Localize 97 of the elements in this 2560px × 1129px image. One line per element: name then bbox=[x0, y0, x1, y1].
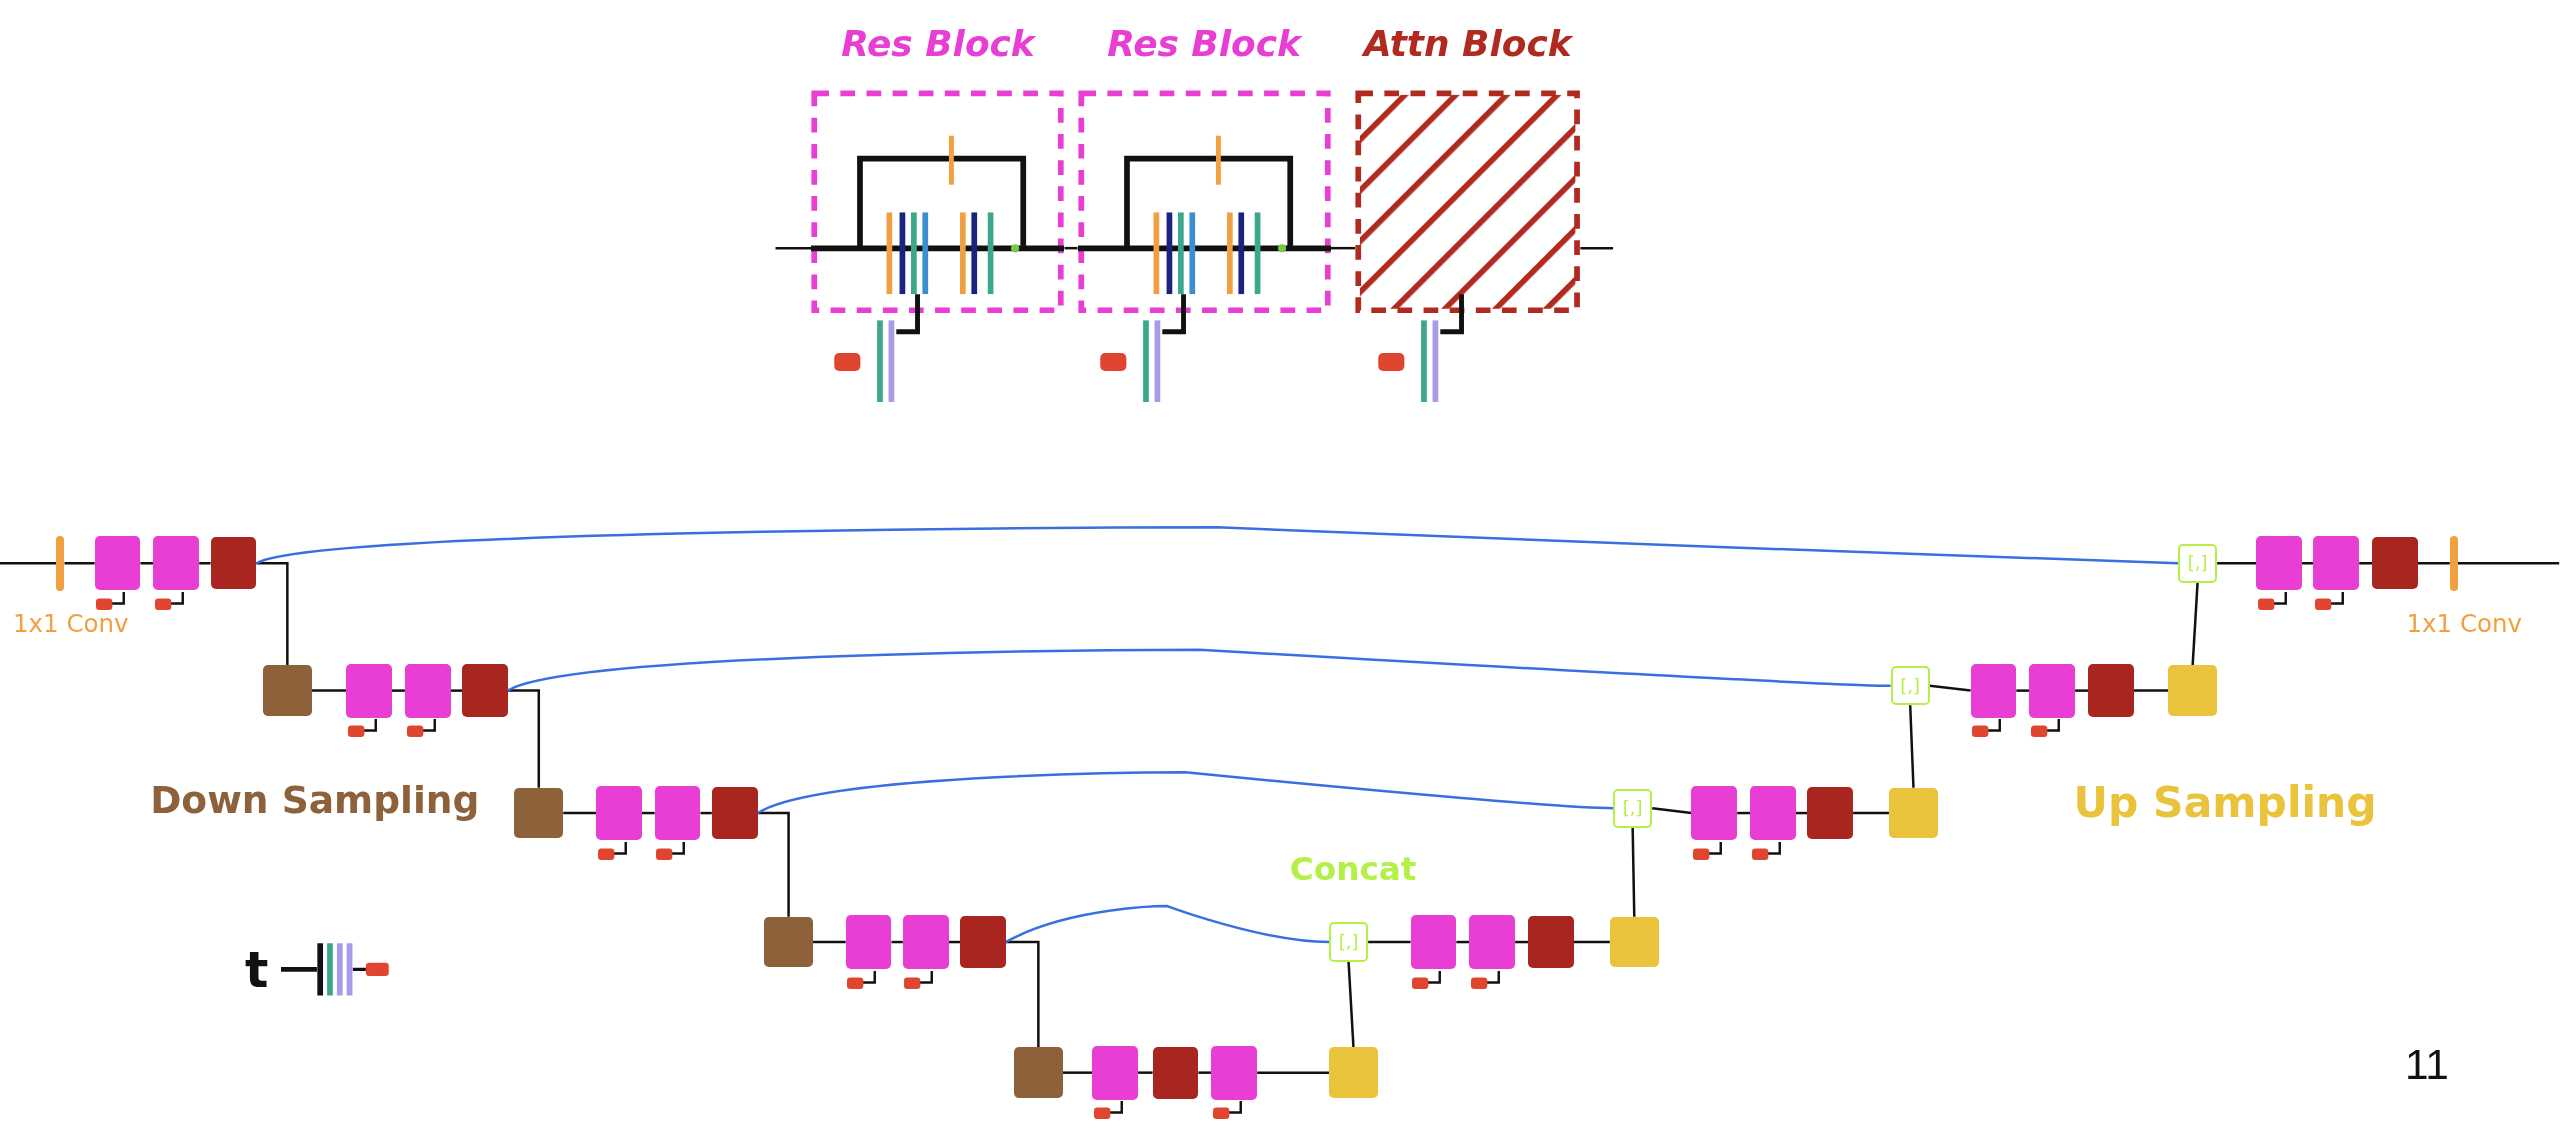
resnet-block bbox=[404, 663, 451, 718]
connector-line bbox=[1580, 246, 1614, 250]
resnet-block bbox=[2313, 536, 2360, 591]
downsample-block bbox=[764, 916, 814, 968]
connector-line bbox=[2417, 562, 2450, 565]
skip-connection bbox=[256, 526, 2178, 565]
block-title: Attn Block bbox=[1363, 24, 1572, 64]
connector-line bbox=[311, 689, 347, 692]
connector-line bbox=[2217, 562, 2257, 565]
conv-bar bbox=[2449, 535, 2458, 591]
resnet-block bbox=[845, 915, 892, 969]
block-title: Res Block bbox=[1107, 24, 1301, 64]
skip-connection bbox=[507, 648, 1891, 692]
connector-line bbox=[1853, 811, 1889, 815]
resnet-block bbox=[1410, 915, 1457, 969]
resnet-block bbox=[2029, 663, 2076, 718]
connector-line bbox=[256, 562, 289, 666]
skip-connection bbox=[757, 771, 1614, 815]
attention-block bbox=[2088, 664, 2134, 717]
connector-line bbox=[1257, 1071, 1329, 1074]
connector-line bbox=[64, 562, 95, 565]
block-title: Res Block bbox=[841, 24, 1035, 64]
connector-line bbox=[2133, 689, 2169, 692]
connector-line bbox=[199, 562, 211, 565]
downsample-block bbox=[514, 787, 564, 839]
connector-line bbox=[0, 562, 57, 565]
resnet-block bbox=[1211, 1045, 1258, 1100]
section-label: Down Sampling bbox=[150, 780, 480, 822]
connector-line bbox=[2016, 689, 2030, 692]
concat-block bbox=[1613, 788, 1653, 828]
conv-bar bbox=[56, 535, 65, 591]
downsample-block bbox=[262, 665, 312, 716]
connector-line bbox=[563, 811, 596, 815]
concat-symbol: [,] bbox=[1900, 675, 1921, 696]
resnet-block bbox=[595, 786, 642, 840]
connector-line bbox=[391, 689, 405, 692]
connector-line bbox=[1137, 1071, 1153, 1074]
connector-line bbox=[1908, 705, 1915, 788]
connector-line bbox=[1330, 246, 1356, 250]
skip-connection bbox=[1005, 904, 1330, 944]
resnet-block bbox=[1750, 786, 1796, 840]
connector-line bbox=[1929, 684, 1971, 692]
connector-line bbox=[1347, 961, 1355, 1048]
attention-block bbox=[1807, 786, 1854, 840]
resnet-block bbox=[346, 663, 392, 718]
connector-line bbox=[1198, 1071, 1212, 1074]
connector-line bbox=[2191, 582, 2199, 666]
connector-line bbox=[1652, 806, 1692, 815]
concat-symbol: [,] bbox=[1622, 798, 1643, 818]
connector-line bbox=[2359, 562, 2373, 565]
attention-block bbox=[210, 537, 257, 590]
block-caption: 1x1 Conv bbox=[13, 610, 129, 638]
attention-block bbox=[2372, 537, 2418, 590]
resnet-block bbox=[2256, 536, 2302, 591]
section-label: Up Sampling bbox=[2073, 780, 2377, 828]
concat-block bbox=[1328, 922, 1369, 962]
resnet-block bbox=[94, 536, 141, 591]
concat-block bbox=[1890, 666, 1930, 706]
resnet-block bbox=[1970, 663, 2017, 718]
concat-symbol: [,] bbox=[1338, 932, 1359, 952]
connector-line bbox=[2457, 562, 2560, 565]
connector-line bbox=[450, 689, 463, 692]
connector-line bbox=[1631, 827, 1636, 917]
connector-line bbox=[775, 246, 812, 250]
attention-block bbox=[462, 664, 508, 717]
connector-line bbox=[507, 689, 541, 788]
attention-block bbox=[960, 915, 1006, 969]
attention-block bbox=[1528, 915, 1574, 969]
page-number: 11 bbox=[2404, 1041, 2449, 1089]
connector-line bbox=[1368, 940, 1411, 944]
upsample-block bbox=[1888, 787, 1938, 839]
resnet-block bbox=[902, 915, 949, 969]
attention-block bbox=[1152, 1046, 1199, 1099]
resnet-block bbox=[1469, 915, 1516, 969]
block-caption: 1x1 Conv bbox=[2406, 610, 2522, 638]
section-label: t bbox=[244, 943, 269, 998]
concat-symbol: [,] bbox=[2187, 553, 2208, 574]
upsample-block bbox=[1609, 916, 1659, 968]
connector-line bbox=[2302, 562, 2314, 565]
connector-line bbox=[757, 811, 790, 917]
resnet-block bbox=[654, 786, 701, 840]
connector-line bbox=[1062, 1071, 1093, 1074]
block-caption: Concat bbox=[1289, 852, 1417, 889]
resnet-block bbox=[1691, 786, 1738, 840]
connector-line bbox=[813, 940, 846, 944]
upsample-block bbox=[1328, 1047, 1378, 1098]
connector-line bbox=[1064, 246, 1078, 250]
resnet-block bbox=[1092, 1045, 1138, 1100]
concat-block bbox=[2177, 543, 2218, 583]
connector-line bbox=[1573, 940, 1610, 944]
downsample-block bbox=[1013, 1047, 1063, 1098]
connector-line bbox=[2075, 689, 2089, 692]
connector-line bbox=[140, 562, 154, 565]
resnet-block bbox=[153, 536, 200, 591]
attention-block bbox=[711, 786, 758, 840]
upsample-block bbox=[2168, 665, 2218, 716]
connector-line bbox=[1005, 940, 1040, 1048]
